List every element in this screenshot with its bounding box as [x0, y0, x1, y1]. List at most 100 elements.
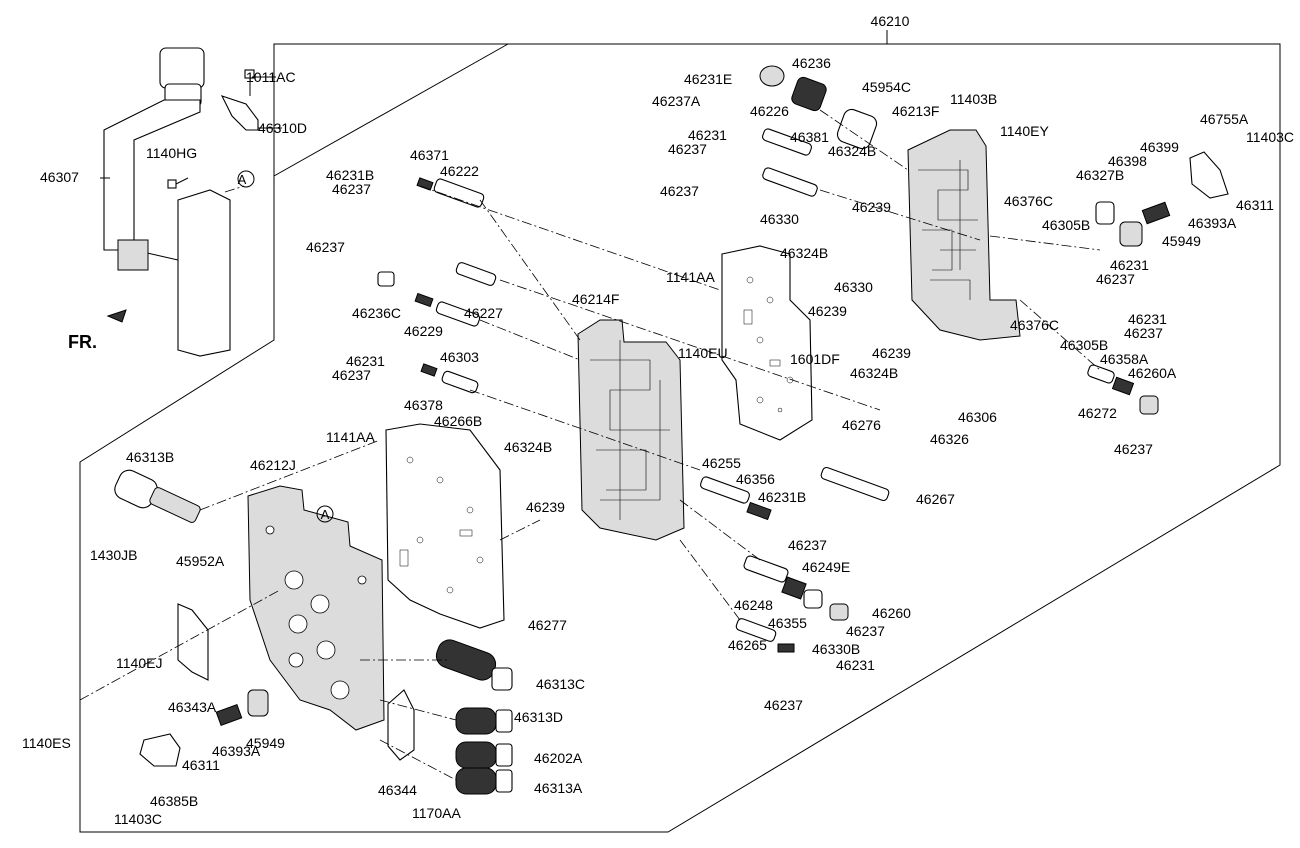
spring-46378 [420, 363, 438, 377]
part-number-label: 46237 [1114, 441, 1153, 457]
part-number-label: 46376C [1004, 193, 1053, 209]
tcm-harness-assembly [103, 47, 231, 357]
callout-a-circle-upper [237, 170, 255, 188]
part-number-label: 46260A [1128, 365, 1177, 381]
callout-a-lower: A [321, 507, 330, 522]
spring-46236 [791, 76, 827, 112]
plug-46327b [1095, 201, 1115, 225]
spring-46371 [416, 177, 434, 191]
bracket-46344 [387, 689, 415, 761]
part-number-label: 46313C [536, 676, 585, 692]
part-number-label: 46330 [834, 279, 873, 295]
bolt-1011ac [244, 69, 255, 96]
part-number-label: 46371 [410, 147, 449, 163]
separator-plate-46277 [385, 423, 505, 629]
part-number-label: 46236 [792, 55, 831, 71]
plug-46260 [829, 603, 849, 621]
solenoid-46313a [455, 767, 513, 795]
part-number-label: 46231 [346, 353, 385, 369]
part-number-label: 46324B [780, 245, 828, 261]
part-number-label: 46236C [352, 305, 401, 321]
part-number-label: 46229 [404, 323, 443, 339]
part-number-label: 46231B [326, 167, 374, 183]
part-number-label: 46231E [684, 71, 732, 87]
part-number-label: 46313A [534, 780, 583, 796]
part-number-label: 1141AA [326, 429, 375, 445]
part-number-label: 46307 [40, 169, 79, 185]
part-number-label: 46239 [852, 199, 891, 215]
spool-46226 [762, 128, 812, 156]
spool-46222 [433, 178, 485, 208]
part-number-label: 46248 [734, 597, 773, 613]
part-number-label: 46255 [702, 455, 741, 471]
part-number-label: 46326 [930, 431, 969, 447]
part-number-label: 46214F [572, 291, 619, 307]
part-number-label: 46231 [1128, 311, 1167, 327]
part-number-label: 1140EJ [116, 655, 162, 671]
part-number-label: 46393A [212, 743, 261, 759]
spool-46267 [820, 466, 890, 502]
part-number-label: 46239 [526, 499, 565, 515]
part-number-label: 46381 [790, 129, 829, 145]
part-number-label: 46376C [1010, 317, 1059, 333]
part-number-label: 46356 [736, 471, 775, 487]
part-number-label: 1140HG [146, 145, 197, 161]
part-number-label: 1430JB [90, 547, 137, 563]
plug-46236c [377, 271, 395, 287]
part-number-label: 46355 [768, 615, 807, 631]
solenoid-46313c [435, 639, 513, 691]
part-number-label: 46237 [332, 181, 371, 197]
part-number-label: 46385B [150, 793, 198, 809]
spool-46265 [735, 618, 777, 642]
part-number-label: 1140ES [22, 735, 71, 751]
bolt-1140hg [167, 177, 189, 189]
solenoid-46202a [455, 741, 513, 769]
part-number-label: 46260 [872, 605, 911, 621]
part-number-label: 46344 [378, 782, 417, 798]
part-number-label: 46358A [1100, 351, 1149, 367]
part-number-label: 1140EY [1000, 123, 1049, 139]
part-number-label: 46305B [1042, 217, 1090, 233]
part-number-label: 46330 [760, 211, 799, 227]
spool-46248 [743, 555, 789, 583]
part-number-label: 46226 [750, 103, 789, 119]
spool-46227 [455, 262, 497, 286]
spool-46266b [441, 370, 479, 394]
part-number-label: 1011AC [246, 69, 296, 85]
part-number-label: 46324B [828, 143, 876, 159]
part-number-label: 45949 [1162, 233, 1201, 249]
sleeve-45954c [836, 108, 878, 150]
part-number-label: 45952A [176, 553, 225, 569]
callout-a-upper: A [238, 172, 247, 187]
part-number-label: 46330B [812, 641, 860, 657]
spring-46229 [414, 292, 434, 308]
plug-46231E [759, 65, 785, 87]
part-number-label: 46266B [434, 413, 482, 429]
upper-frame-edge [273, 43, 508, 340]
spring-46393a-upper [1141, 201, 1171, 225]
part-number-label: 46305B [1060, 337, 1108, 353]
part-number-label: 1601DF [790, 351, 840, 367]
part-number-label: 46213F [892, 103, 939, 119]
bracket-46343a [177, 603, 209, 681]
valve-body-46214f [577, 319, 685, 541]
part-number-label: 46237 [846, 623, 885, 639]
part-number-label: 11403C [114, 811, 162, 827]
assembly-lines [79, 109, 1101, 781]
valve-body-46212j [247, 485, 385, 731]
spool-46303 [435, 301, 481, 327]
part-number-label: 46212J [250, 457, 296, 473]
part-number-label: 46393A [1188, 215, 1237, 231]
part-number-label: 46324B [504, 439, 552, 455]
part-number-label: 46313B [126, 449, 174, 465]
spool-46255 [700, 476, 750, 504]
part-number-label: 1141AA [666, 269, 715, 285]
filter-45949-lower [247, 689, 269, 717]
part-number-label: 46222 [440, 163, 479, 179]
frame-divider-line [273, 43, 509, 177]
part-number-label: 46755A [1200, 111, 1249, 127]
spring-46358a [1111, 376, 1135, 396]
part-number-label: 46272 [1078, 405, 1117, 421]
front-arrow-icon [106, 309, 127, 323]
